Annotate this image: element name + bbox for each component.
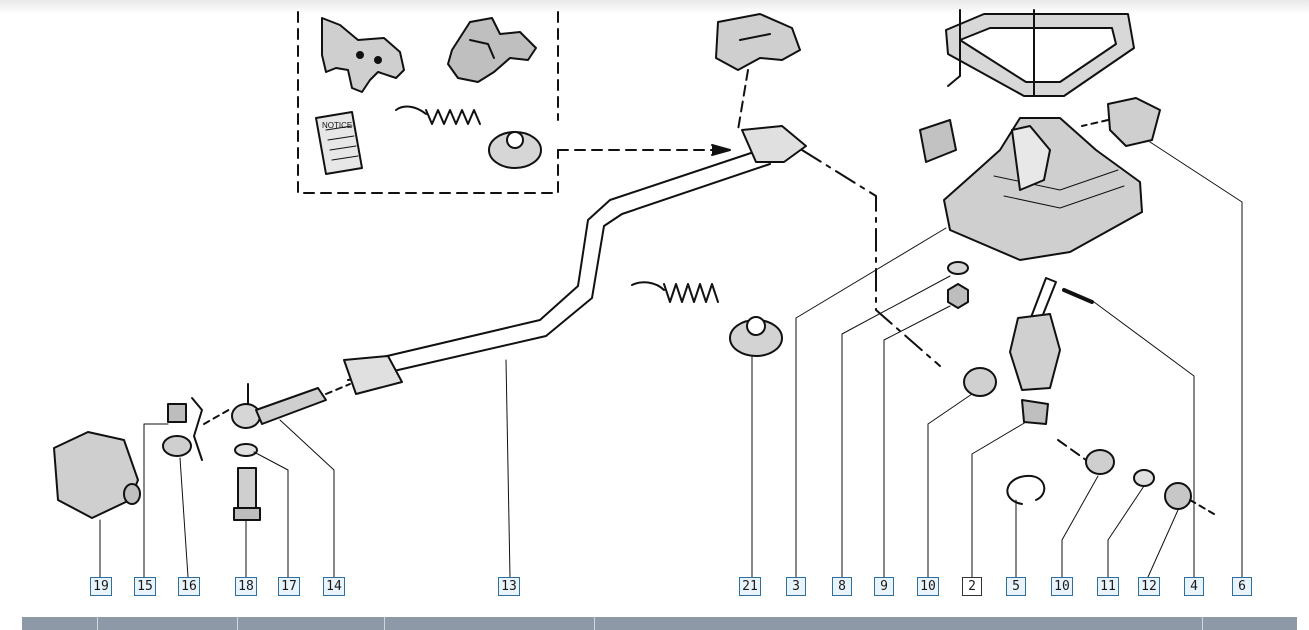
kit-bracket-part	[321, 17, 405, 93]
ball-joint-nut-set	[162, 397, 233, 461]
lever-boot-clip	[1081, 97, 1161, 147]
callout-6[interactable]: 6	[1232, 577, 1252, 596]
callout-3[interactable]: 3	[786, 577, 806, 596]
callout-10[interactable]: 10	[917, 577, 939, 596]
exploded-parts-diagram: NOTICE	[53, 9, 1243, 578]
callout-21[interactable]: 21	[739, 577, 761, 596]
callout-8[interactable]: 8	[832, 577, 852, 596]
pivot-bolt-set	[1057, 439, 1215, 515]
gear-lever-pivot	[1009, 277, 1094, 425]
callout-13[interactable]: 13	[498, 577, 520, 596]
circlip	[1006, 474, 1046, 505]
booklet-title: NOTICE	[322, 121, 352, 130]
callout-2[interactable]: 2	[962, 577, 982, 596]
header-divider	[97, 617, 98, 630]
leader-lines	[99, 141, 1243, 578]
callout-5[interactable]: 5	[1006, 577, 1026, 596]
callout-16[interactable]: 16	[178, 577, 200, 596]
callout-18[interactable]: 18	[235, 577, 257, 596]
header-divider	[384, 617, 385, 630]
callout-4[interactable]: 4	[1184, 577, 1204, 596]
pivot-bushing	[963, 367, 997, 397]
table-header-bar	[22, 617, 1297, 630]
callout-19[interactable]: 19	[90, 577, 112, 596]
header-divider	[1202, 617, 1203, 630]
gear-selector-rod	[343, 125, 941, 395]
kit-spring-part	[395, 105, 542, 169]
ball-joint-end	[231, 383, 351, 429]
gear-lever-housing	[919, 9, 1143, 261]
washer-and-nut	[947, 261, 969, 309]
header-divider	[594, 617, 595, 630]
callout-12[interactable]: 12	[1138, 577, 1160, 596]
washer-and-bolt	[233, 443, 261, 521]
protective-cap	[53, 431, 141, 519]
top-edge-shadow	[0, 0, 1309, 14]
return-spring	[631, 281, 783, 357]
rod-end-connector	[715, 13, 801, 131]
kit-box	[297, 11, 731, 194]
callout-14[interactable]: 14	[323, 577, 345, 596]
kit-instruction-booklet: NOTICE	[315, 111, 363, 175]
callout-9[interactable]: 9	[874, 577, 894, 596]
callout-17[interactable]: 17	[278, 577, 300, 596]
kit-clip-part	[447, 17, 537, 83]
callout-10-second[interactable]: 10	[1051, 577, 1073, 596]
header-divider	[237, 617, 238, 630]
callout-11[interactable]: 11	[1097, 577, 1119, 596]
callout-15[interactable]: 15	[134, 577, 156, 596]
